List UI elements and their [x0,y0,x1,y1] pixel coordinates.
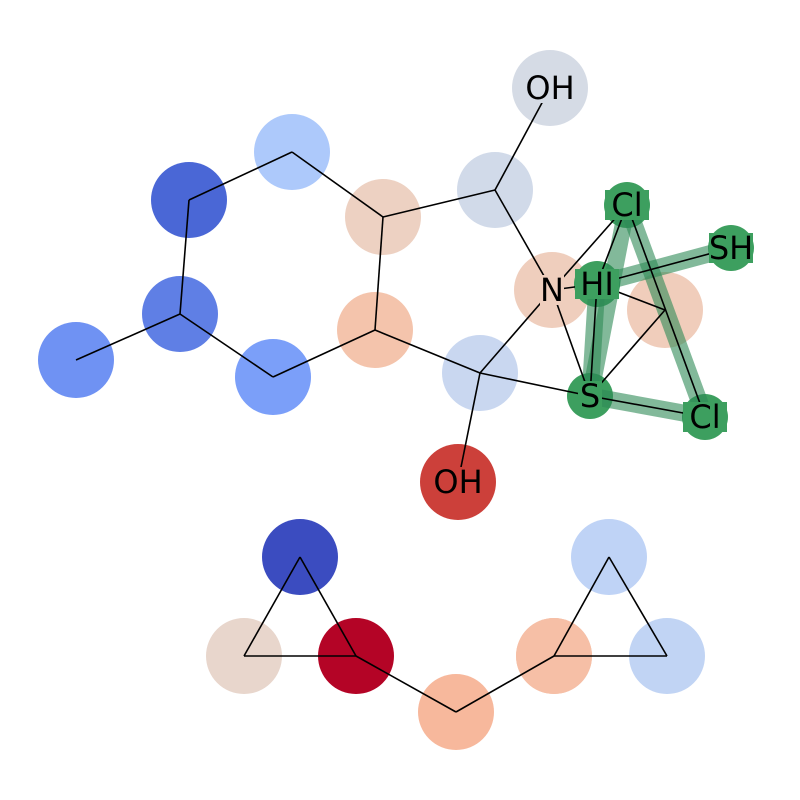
atom-label-a16: Cl [689,398,720,436]
atom-label-a6: Cl [611,186,642,224]
atom-label-bg-a8 [575,269,619,299]
bond-b7-b5 [455,655,555,713]
bond-a8-a15 [589,283,598,397]
bond-a14-a17 [457,372,481,483]
bond-a11-a14 [374,329,481,374]
atom-label-bg-a15 [578,381,602,411]
bond-a3-a10 [179,199,190,315]
bond-a11-a4 [374,216,384,331]
atom-label-bg-a5 [540,275,564,305]
atom-label-bg-a6 [605,190,649,220]
bond-a0-a1 [494,87,551,191]
atom-label-a7: SH [709,229,753,267]
bond-b0-b2 [243,556,301,657]
atom-label-bg-a17 [436,467,480,497]
bond-a10-a12 [75,313,181,361]
atom-label-bg-a16 [683,402,727,432]
bond-a1-a4 [382,189,496,218]
bond-a14-a15 [479,372,591,397]
bond-b1-b6 [608,556,668,657]
bond-a6-a16 [626,204,706,418]
bond-a5-a15 [551,289,591,397]
bond-a13-a11 [272,329,376,378]
bond-b5-b1 [553,556,610,657]
bond-b3-b7 [355,655,457,713]
atom-label-a8: HI [580,265,614,303]
bond-a2-a3 [188,151,293,201]
atom-label-bg-a0 [528,73,572,103]
atom-label-a5: N [540,271,564,309]
bond-a9-a15 [589,309,666,397]
atom-label-a17: OH [433,463,482,501]
bond-b0-b3 [299,556,357,657]
bond-a4-a2 [291,151,384,218]
bond-a10-a13 [179,313,274,378]
bond-a1-a5 [494,189,553,291]
atom-label-bg-a7 [709,233,753,263]
atom-label-a0: OH [525,69,574,107]
atom-label-a15: S [580,377,600,415]
bond-a8-a7 [596,247,732,285]
